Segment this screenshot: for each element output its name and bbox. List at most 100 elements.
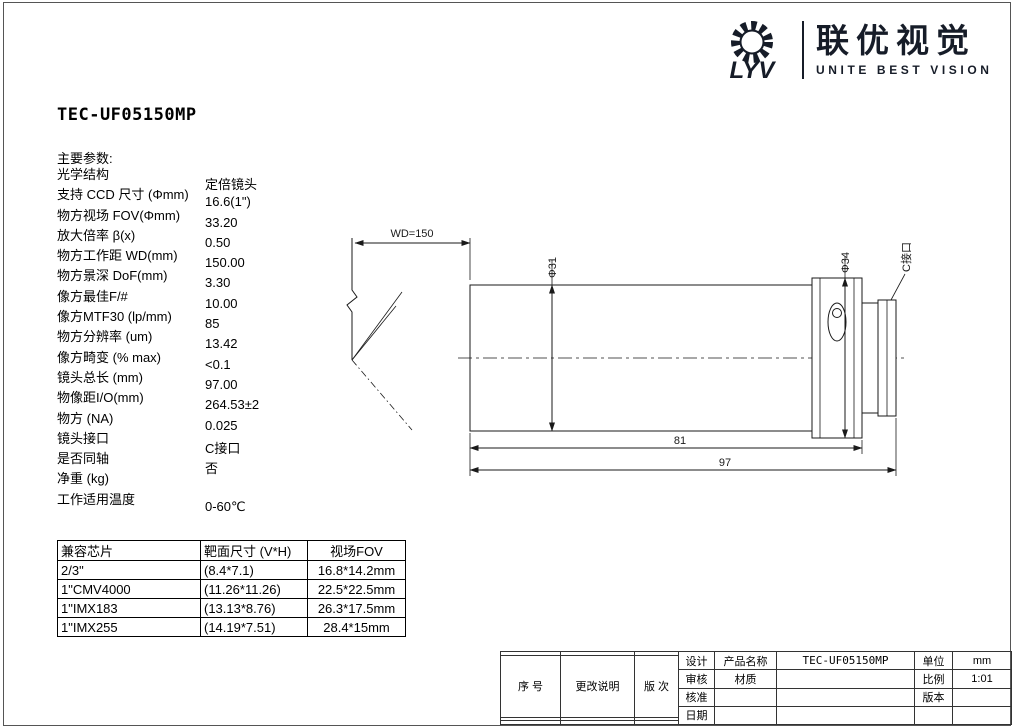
- design-label: 设计: [678, 650, 715, 671]
- revision-cell: [634, 720, 679, 725]
- param-row: 物方工作距 WD(mm) 150.00: [57, 245, 357, 270]
- table-row: 1"CMV4000 (11.26*11.26) 22.5*22.5mm: [57, 579, 406, 599]
- param-value: 33.20: [205, 214, 238, 230]
- param-value: 0.50: [205, 234, 231, 250]
- unit-label: 单位: [914, 650, 953, 671]
- param-row: 像方畸变 (% max) <0.1: [57, 347, 357, 372]
- param-value: 0-60℃: [205, 498, 246, 514]
- scale-label: 比例: [914, 669, 953, 689]
- brand-name-en: UNITE BEST VISION: [816, 62, 993, 77]
- product-name-label: 产品名称: [714, 650, 777, 671]
- product-name-value: TEC-UF05150MP: [776, 650, 915, 671]
- table-header-cell: 靶面尺寸 (V*H): [200, 540, 308, 561]
- table-cell: 1"IMX255: [57, 617, 201, 637]
- table-row: 2/3" (8.4*7.1) 16.8*14.2mm: [57, 560, 406, 580]
- table-row: 1"IMX183 (13.13*8.76) 26.3*17.5mm: [57, 598, 406, 618]
- approval-table: 设计 产品名称 TEC-UF05150MP 单位 mm 审核 材质 比例 1:0…: [678, 650, 1012, 726]
- table-cell: 1"IMX183: [57, 598, 201, 618]
- ray-line: [351, 305, 397, 361]
- dimension-body-length-label: 81: [674, 435, 686, 447]
- set-screw-hole: [832, 308, 842, 318]
- param-value: 150.00: [205, 255, 245, 271]
- param-label: 像方畸变 (% max): [57, 349, 162, 365]
- param-row: 支持 CCD 尺寸 (Φmm) 16.6(1"): [57, 184, 357, 209]
- table-cell: (13.13*8.76): [200, 598, 308, 618]
- table-header-cell: 视场FOV: [307, 540, 406, 561]
- c-mount-label: C接口: [900, 242, 913, 272]
- param-value: C接口: [205, 440, 241, 456]
- param-label: 净重 (kg): [57, 471, 110, 487]
- rear-step-outline: [861, 302, 879, 414]
- param-label: 像方MTF30 (lp/mm): [57, 309, 172, 325]
- param-row: 镜头接口 C接口: [57, 428, 357, 456]
- table-cell: 22.5*22.5mm: [307, 579, 406, 599]
- chip-compatibility-table: 兼容芯片 靶面尺寸 (V*H) 视场FOV 2/3" (8.4*7.1) 16.…: [57, 540, 406, 637]
- revision-header-version: 版 次: [634, 654, 679, 718]
- table-cell: 28.4*15mm: [307, 617, 406, 637]
- unit-value: mm: [952, 650, 1012, 671]
- empty-cell: [714, 687, 777, 707]
- empty-cell: [952, 705, 1012, 726]
- approve-label: 核准: [678, 687, 715, 707]
- table-cell: (11.26*11.26): [200, 579, 308, 599]
- param-row: 镜头总长 (mm) 97.00: [57, 367, 357, 392]
- title-block: 序 号 更改说明 版 次 设计: [500, 650, 1012, 726]
- params-section-title: 主要参数:: [57, 151, 113, 166]
- param-label: 支持 CCD 尺寸 (Φmm): [57, 187, 189, 203]
- param-label: 物方分辨率 (um): [57, 329, 153, 345]
- params-list: 光学结构定倍镜头 支持 CCD 尺寸 (Φmm) 16.6(1") 物方视场 FO…: [57, 164, 357, 514]
- review-label: 审核: [678, 669, 715, 689]
- param-label: 物方工作距 WD(mm): [57, 248, 178, 264]
- object-plane-line: [346, 238, 358, 360]
- param-row: 物方分辨率 (um)13.42: [57, 326, 357, 351]
- table-cell: (8.4*7.1): [200, 560, 308, 580]
- axis-ray-line: [351, 359, 413, 431]
- param-value: <0.1: [205, 356, 231, 372]
- revision-table: 序 号 更改说明 版 次: [500, 651, 679, 725]
- param-label: 物方 (NA): [57, 410, 114, 426]
- lens-technical-drawing: WD=150 Φ31 Φ34 C接口 81 97: [346, 228, 913, 476]
- param-row: 放大倍率 β(x)0.50: [57, 225, 357, 250]
- param-label: 是否同轴: [57, 451, 110, 467]
- table-cell: 1"CMV4000: [57, 579, 201, 599]
- material-label: 材质: [714, 669, 777, 689]
- param-row: 物方 (NA)0.025: [57, 408, 357, 433]
- logo-divider: [802, 21, 804, 79]
- param-value: 定倍镜头: [205, 177, 258, 192]
- brand-logo: LYV 联优视觉 UNITE BEST VISION: [714, 16, 993, 84]
- table-cell: 16.8*14.2mm: [307, 560, 406, 580]
- table-cell: (14.19*7.51): [200, 617, 308, 637]
- leader-line: [890, 273, 906, 301]
- logo-mark-text: LYV: [730, 57, 777, 84]
- revision-cell: [500, 720, 561, 725]
- param-value: 97.00: [205, 376, 238, 392]
- param-label: 镜头接口: [57, 430, 110, 446]
- brand-name-cn: 联优视觉: [816, 22, 976, 60]
- flange-outline: [811, 277, 863, 439]
- param-row: 物方景深 DoF(mm)3.30: [57, 265, 357, 290]
- param-row: 物像距I/O(mm)264.53±2: [57, 387, 357, 412]
- table-row: 1"IMX255 (14.19*7.51) 28.4*15mm: [57, 617, 406, 637]
- param-label: 镜头总长 (mm): [57, 369, 143, 385]
- param-row: 净重 (kg): [57, 468, 357, 488]
- empty-cell: [776, 687, 915, 707]
- revision-header-change: 更改说明: [560, 654, 635, 718]
- ray-line: [351, 291, 403, 361]
- param-row: 像方MTF30 (lp/mm) 85: [57, 306, 357, 331]
- revision-header-serial: 序 号: [500, 654, 561, 718]
- table-cell: 2/3": [57, 560, 201, 580]
- param-value: 264.53±2: [205, 397, 260, 413]
- table-header-cell: 兼容芯片: [57, 540, 201, 561]
- param-row: 像方最佳F/#10.00: [57, 286, 357, 311]
- scale-value: 1:01: [952, 669, 1012, 689]
- table-cell: 26.3*17.5mm: [307, 598, 406, 618]
- param-value: 85: [205, 316, 220, 332]
- product-title: TEC-UF05150MP: [57, 105, 197, 125]
- param-value: 否: [205, 461, 219, 477]
- param-row: 是否同轴否: [57, 448, 357, 476]
- param-label: 物方视场 FOV(Φmm): [57, 207, 181, 223]
- param-label: 光学结构: [57, 167, 110, 182]
- param-value: 16.6(1"): [205, 194, 251, 210]
